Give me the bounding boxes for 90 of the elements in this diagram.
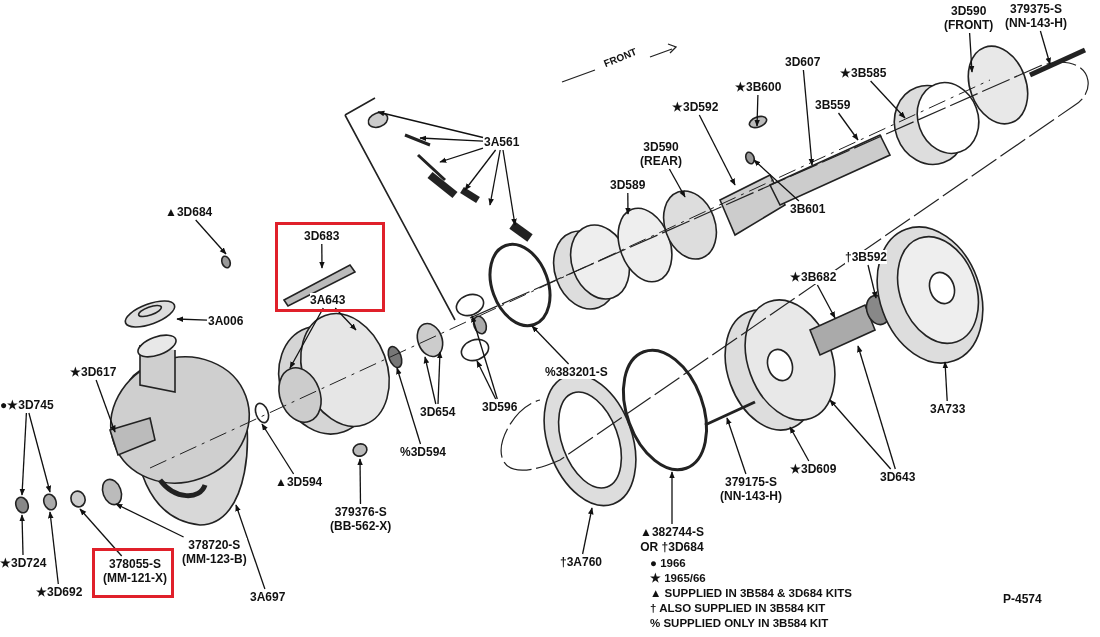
leader-line bbox=[968, 32, 975, 73]
leader-line bbox=[698, 114, 736, 186]
leader-line bbox=[377, 110, 484, 139]
leader-line bbox=[1039, 30, 1051, 65]
highlight-frame bbox=[92, 548, 174, 598]
part-number-label: ★3D617 bbox=[70, 365, 117, 379]
leader-line bbox=[753, 159, 800, 202]
part-number-label: 3B559 bbox=[815, 98, 851, 112]
legend-entry: ● 1966 bbox=[650, 556, 686, 571]
leader-line bbox=[436, 351, 443, 405]
part-number-label: 3D589 bbox=[610, 178, 646, 192]
highlight-frame bbox=[275, 222, 385, 312]
part-number-label: ★3B600 bbox=[735, 80, 782, 94]
part-number-label: †3B592 bbox=[845, 250, 888, 264]
leader-line bbox=[47, 511, 59, 585]
leader-line bbox=[439, 147, 484, 163]
part-number-label: 3A643 bbox=[310, 293, 346, 307]
leader-line bbox=[115, 503, 185, 538]
part-number-label: ▲3D594 bbox=[275, 475, 323, 489]
part-number-label: 3A561 bbox=[484, 135, 520, 149]
leader-line bbox=[28, 412, 52, 493]
part-number-label: 379375-S (NN-143-H) bbox=[1005, 2, 1067, 30]
leader-line bbox=[464, 149, 497, 191]
leader-line bbox=[857, 345, 896, 470]
leader-line bbox=[726, 417, 747, 475]
leader-line bbox=[334, 307, 357, 331]
leader-line bbox=[357, 458, 363, 505]
part-number-label: ★3D609 bbox=[790, 462, 837, 476]
part-number-label: 3D607 bbox=[785, 55, 821, 69]
part-number-label: 3A733 bbox=[930, 402, 966, 416]
part-number-label: 378720-S (MM-123-B) bbox=[182, 538, 247, 566]
legend-entry: † ALSO SUPPLIED IN 3B584 KIT bbox=[650, 601, 826, 616]
part-number-label: 379175-S (NN-143-H) bbox=[720, 475, 782, 503]
part-number-label: 379376-S (BB-562-X) bbox=[330, 505, 392, 533]
leader-line bbox=[289, 307, 324, 369]
part-number-label: ★3D692 bbox=[36, 585, 83, 599]
leader-line bbox=[668, 168, 686, 198]
leader-line bbox=[789, 426, 810, 462]
part-number-label: 3D683 bbox=[304, 229, 340, 243]
part-number-label: 3D590 (FRONT) bbox=[944, 4, 994, 32]
leader-line bbox=[942, 361, 949, 402]
leader-line bbox=[79, 508, 123, 557]
leader-line bbox=[419, 135, 484, 142]
part-number-label: %3D594 bbox=[400, 445, 447, 459]
leader-line bbox=[423, 356, 437, 405]
leader-line bbox=[581, 507, 594, 555]
leader-line bbox=[669, 471, 675, 525]
part-number-label: ★3D592 bbox=[672, 100, 719, 114]
leader-line bbox=[869, 80, 906, 119]
part-number-label: ▲3D684 bbox=[165, 205, 213, 219]
part-number-label: 3A697 bbox=[250, 590, 286, 604]
leader-line bbox=[235, 504, 266, 590]
leader-line bbox=[95, 379, 116, 433]
part-number-label: ★3B682 bbox=[790, 270, 837, 284]
part-number-label: †3A760 bbox=[560, 555, 603, 569]
part-number-label: ★3D724 bbox=[0, 556, 47, 570]
leader-line bbox=[319, 243, 325, 269]
leader-line bbox=[754, 94, 760, 127]
part-number-label: ★3B585 bbox=[840, 66, 887, 80]
part-number-label: 3D590 (REAR) bbox=[640, 140, 682, 168]
leader-line bbox=[802, 69, 815, 166]
figure-number: P-4574 bbox=[1003, 592, 1042, 606]
leader-line bbox=[837, 112, 859, 141]
leader-line bbox=[176, 316, 208, 323]
leader-line bbox=[625, 192, 631, 215]
leader-line bbox=[531, 325, 570, 365]
leader-line bbox=[502, 149, 517, 226]
leader-line bbox=[19, 514, 25, 556]
part-number-label: 3D643 bbox=[880, 470, 916, 484]
part-number-label: ●★3D745 bbox=[0, 398, 54, 412]
leader-line bbox=[488, 149, 501, 206]
leader-line bbox=[476, 360, 497, 400]
part-number-label: ▲382744-S OR †3D684 bbox=[640, 525, 704, 555]
leader-line bbox=[816, 284, 836, 319]
legend-entry: ▲ SUPPLIED IN 3B584 & 3D684 KITS bbox=[650, 586, 852, 601]
legend-entry: ★ 1965/66 bbox=[650, 571, 706, 586]
part-number-label: %383201-S bbox=[545, 365, 608, 379]
part-number-label: 3D654 bbox=[420, 405, 456, 419]
leader-line bbox=[867, 264, 878, 299]
leader-line bbox=[261, 423, 295, 475]
leader-line bbox=[195, 219, 227, 255]
part-number-label: 378055-S (MM-121-X) bbox=[103, 557, 167, 585]
leader-line bbox=[396, 367, 422, 445]
leader-line bbox=[829, 399, 892, 470]
part-number-label: 3B601 bbox=[790, 202, 826, 216]
leader-line bbox=[19, 412, 28, 496]
part-number-label: 3D596 bbox=[482, 400, 518, 414]
legend-entry: % SUPPLIED ONLY IN 3B584 KIT bbox=[650, 616, 829, 631]
part-number-label: 3A006 bbox=[208, 314, 244, 328]
leader-line bbox=[471, 315, 498, 400]
